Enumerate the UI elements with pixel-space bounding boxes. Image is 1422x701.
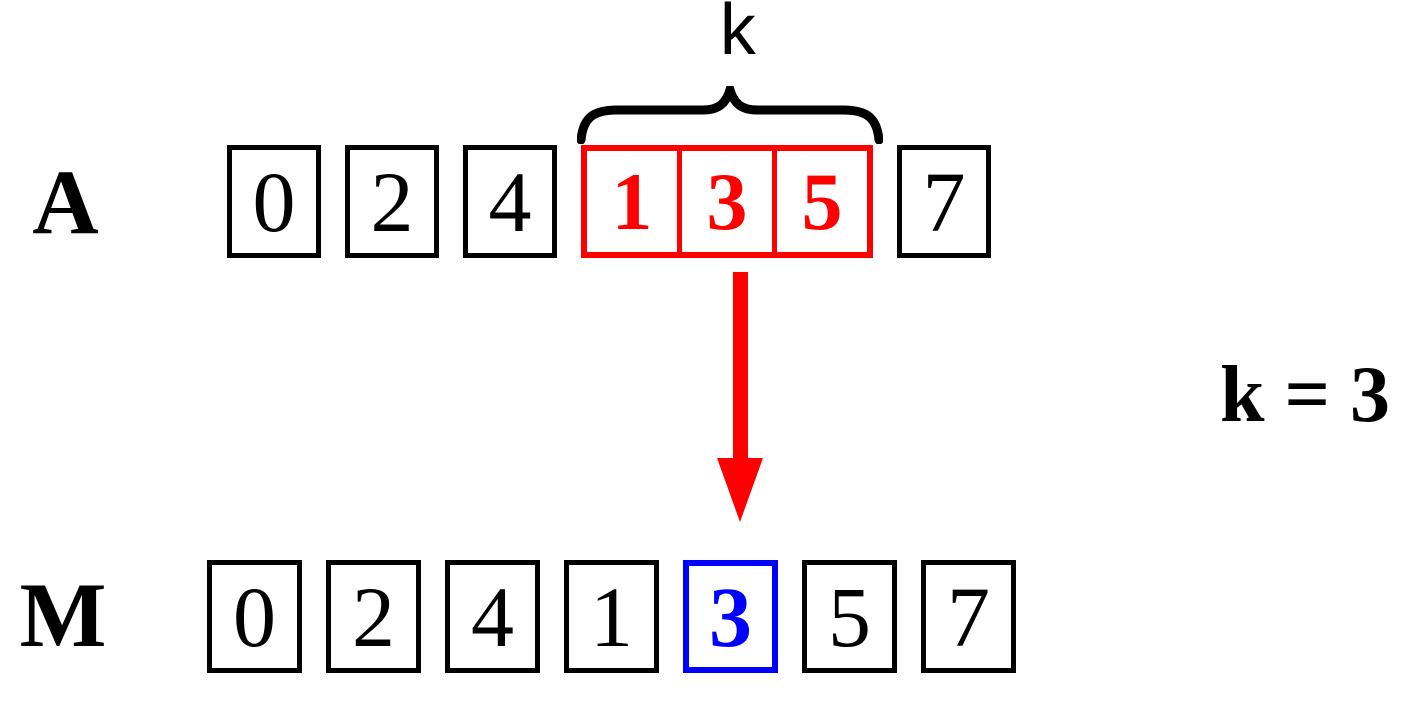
array-a-cell-1-value: 2 — [370, 153, 414, 250]
array-a-row: 0 2 4 1 3 5 7 — [227, 145, 991, 258]
array-a-label: A — [32, 151, 99, 253]
sliding-window-group: 1 3 5 — [581, 145, 873, 258]
array-m-cell-2: 4 — [445, 560, 540, 673]
median-result-cell: 3 — [683, 560, 778, 673]
array-a-cell-6-value: 7 — [922, 153, 966, 250]
array-m-cell-3-value: 1 — [590, 568, 633, 665]
window-cell-2: 5 — [801, 155, 843, 247]
array-a-cell-0: 0 — [227, 145, 321, 258]
window-cell-1: 3 — [682, 151, 777, 252]
window-size-equation: k = 3 — [1219, 351, 1391, 439]
array-a-cell-0-value: 0 — [252, 153, 296, 250]
array-m-label: M — [19, 564, 107, 666]
median-arrow-shaft — [733, 272, 748, 460]
array-m-row: 0 2 4 1 3 5 7 — [207, 560, 1016, 673]
array-m-cell-1-value: 2 — [352, 568, 395, 665]
array-m-cell-0-value: 0 — [233, 568, 276, 665]
window-cell-0: 1 — [587, 151, 682, 252]
array-m-cell-0: 0 — [207, 560, 302, 673]
array-a-cell-2-value: 4 — [488, 153, 532, 250]
array-a-cell-6: 7 — [897, 145, 991, 258]
median-result-value: 3 — [709, 568, 752, 665]
window-size-label: k — [716, 0, 760, 76]
curly-brace — [577, 86, 883, 144]
array-a-cell-2: 4 — [463, 145, 557, 258]
array-m-cell-5-value: 5 — [828, 568, 871, 665]
array-m-cell-6-value: 7 — [947, 568, 990, 665]
array-m-cell-1: 2 — [326, 560, 421, 673]
array-m-cell-6: 7 — [921, 560, 1016, 673]
array-m-cell-5: 5 — [802, 560, 897, 673]
median-arrow-head-icon — [717, 458, 763, 522]
array-m-cell-2-value: 4 — [471, 568, 514, 665]
array-m-cell-3: 1 — [564, 560, 659, 673]
array-a-cell-1: 2 — [345, 145, 439, 258]
